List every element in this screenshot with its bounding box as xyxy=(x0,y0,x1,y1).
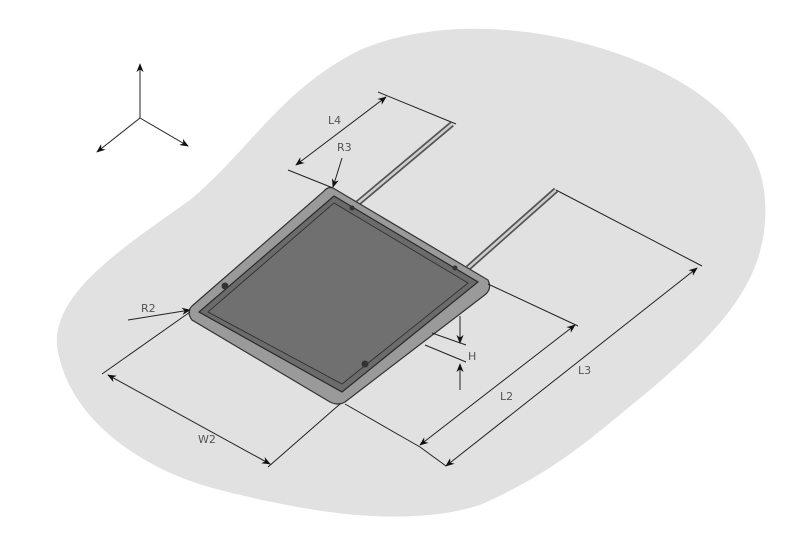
dimension-R2: R2 xyxy=(127,302,191,321)
cable-1 xyxy=(350,121,454,211)
label-L4: L4 xyxy=(328,114,341,127)
dimension-L4: L4 xyxy=(287,91,457,189)
label-L2: L2 xyxy=(500,390,513,403)
dimension-L3: L3 xyxy=(419,189,703,467)
dimension-W2: W2 xyxy=(101,311,341,468)
label-W2: W2 xyxy=(198,433,216,446)
label-H: H xyxy=(468,350,476,363)
cable-2 xyxy=(466,187,558,271)
dimension-R3: R3 xyxy=(331,141,352,188)
sensor-pad xyxy=(188,186,491,405)
dimension-H: H xyxy=(424,316,476,390)
label-R3: R3 xyxy=(337,141,352,154)
label-R2: R2 xyxy=(141,302,156,315)
axis-triad-icon xyxy=(96,63,189,153)
label-L3: L3 xyxy=(578,364,591,377)
